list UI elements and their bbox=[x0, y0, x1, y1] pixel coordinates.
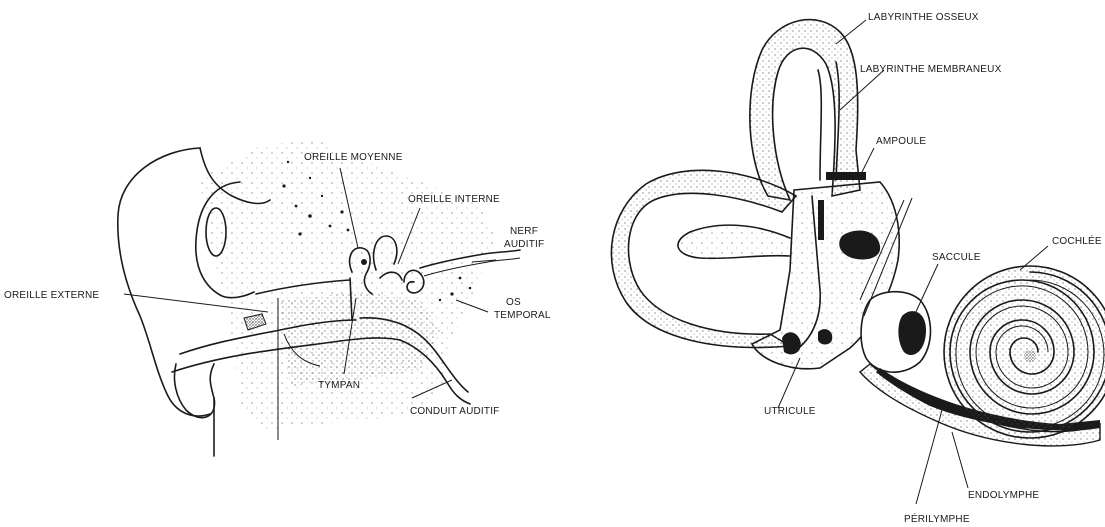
label-oreille-moyenne: OREILLE MOYENNE bbox=[304, 152, 403, 163]
ampulla-vertical-bar bbox=[818, 200, 824, 240]
label-labyrinthe-osseux: LABYRINTHE OSSEUX bbox=[868, 12, 979, 23]
lobule bbox=[174, 364, 214, 418]
cochlea bbox=[944, 266, 1105, 438]
label-oreille-externe: OREILLE EXTERNE bbox=[4, 290, 99, 301]
label-os: OS bbox=[506, 297, 521, 308]
inner-ear-diagram: LABYRINTHE OSSEUX LABYRINTHE MEMBRANEUX … bbox=[611, 12, 1105, 525]
superior-canal-membranous bbox=[818, 70, 821, 180]
whole-ear-diagram: OREILLE MOYENNE OREILLE INTERNE NERF AUD… bbox=[4, 140, 551, 456]
label-oreille-interne: OREILLE INTERNE bbox=[408, 194, 500, 205]
label-endolymphe: ENDOLYMPHE bbox=[968, 490, 1039, 501]
ossicle-dot bbox=[361, 259, 367, 265]
label-cochlee: COCHLÉE bbox=[1052, 234, 1102, 247]
label-saccule: SACCULE bbox=[932, 252, 981, 263]
label-tympan: TYMPAN bbox=[318, 380, 360, 391]
label-labyrinthe-membraneux: LABYRINTHE MEMBRANEUX bbox=[860, 64, 1002, 75]
label-ampoule: AMPOULE bbox=[876, 136, 926, 147]
label-nerf: NERF bbox=[510, 226, 538, 237]
label-auditif: AUDITIF bbox=[504, 239, 544, 250]
label-perilymphe: PÉRILYMPHE bbox=[904, 512, 970, 525]
label-utricule: UTRICULE bbox=[764, 406, 816, 417]
label-temporal: TEMPORAL bbox=[494, 310, 551, 321]
label-conduit-auditif: CONDUIT AUDITIF bbox=[410, 406, 499, 417]
pinna bbox=[118, 148, 210, 416]
